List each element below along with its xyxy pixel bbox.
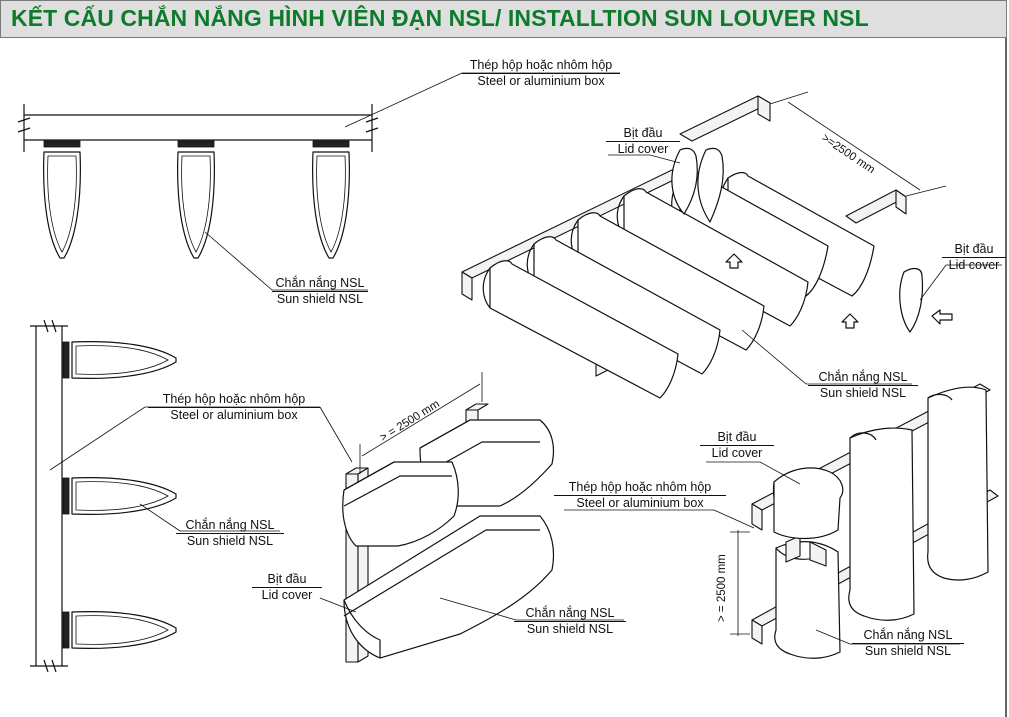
louver xyxy=(774,535,841,659)
shield-profile xyxy=(177,140,215,259)
label-vi: Chắn nắng NSL xyxy=(272,276,368,292)
louver xyxy=(343,515,555,659)
shield-profile xyxy=(312,140,350,259)
label-en: Lid cover xyxy=(711,446,763,460)
louver xyxy=(342,461,459,547)
louver xyxy=(482,260,679,399)
label-en: Sun shield NSL xyxy=(276,292,364,306)
label-lid-mid: Bịt đầu Lid cover xyxy=(252,572,322,603)
lid-cover xyxy=(671,147,698,215)
label-en: Steel or aluminium box xyxy=(576,496,704,510)
label-vi: Bịt đầu xyxy=(606,126,680,142)
isometric-pair xyxy=(319,372,624,663)
label-vi: Bịt đầu xyxy=(942,242,1006,258)
label-lid-iso-b: Bịt đầu Lid cover xyxy=(942,242,1006,273)
sheet-border xyxy=(1005,38,1007,717)
label-lid-iso-a: Bịt đầu Lid cover xyxy=(606,126,680,157)
label-shield-iso: Chắn nắng NSL Sun shield NSL xyxy=(808,370,918,401)
label-vi: Thép hộp hoặc nhôm hộp xyxy=(462,58,620,74)
label-en: Sun shield NSL xyxy=(526,622,614,636)
label-vi: Chắn nắng NSL xyxy=(808,370,918,386)
page-title: KẾT CẤU CHẮN NẮNG HÌNH VIÊN ĐẠN NSL/ INS… xyxy=(11,5,869,31)
lid-cover xyxy=(697,147,724,223)
label-box-left: Thép hộp hoặc nhôm hộp Steel or aluminiu… xyxy=(148,392,320,423)
label-shield-top: Chắn nắng NSL Sun shield NSL xyxy=(272,276,368,307)
label-en: Sun shield NSL xyxy=(819,386,907,400)
shield-profile xyxy=(62,341,177,379)
title-bar: KẾT CẤU CHẮN NẮNG HÌNH VIÊN ĐẠN NSL/ INS… xyxy=(0,0,1007,38)
isometric-vertical xyxy=(564,383,999,659)
label-shield-right: Chắn nắng NSL Sun shield NSL xyxy=(852,628,964,659)
dimension-iso-right: > = 2500 mm xyxy=(716,554,728,622)
label-vi: Chắn nắng NSL xyxy=(852,628,964,644)
label-shield-mid: Chắn nắng NSL Sun shield NSL xyxy=(514,606,626,637)
shield-profile xyxy=(62,611,177,649)
label-lid-right: Bịt đầu Lid cover xyxy=(700,430,774,461)
label-box-right: Thép hộp hoặc nhôm hộp Steel or aluminiu… xyxy=(554,480,726,511)
shield-profile xyxy=(43,140,81,259)
label-en: Sun shield NSL xyxy=(864,644,952,658)
label-en: Lid cover xyxy=(261,588,313,602)
label-vi: Thép hộp hoặc nhôm hộp xyxy=(554,480,726,496)
label-en: Lid cover xyxy=(617,142,669,156)
louver xyxy=(848,427,915,621)
label-vi: Bịt đầu xyxy=(700,430,774,446)
label-vi: Chắn nắng NSL xyxy=(176,518,284,534)
isometric-horizontal xyxy=(461,91,1002,399)
label-shield-left: Chắn nắng NSL Sun shield NSL xyxy=(176,518,284,549)
lid-cover xyxy=(899,267,924,333)
label-vi: Chắn nắng NSL xyxy=(514,606,626,622)
label-vi: Bịt đầu xyxy=(252,572,322,588)
louver xyxy=(772,467,844,540)
label-box-top: Thép hộp hoặc nhôm hộp Steel or aluminiu… xyxy=(462,58,620,89)
label-en: Steel or aluminium box xyxy=(170,408,298,422)
elevation-horizontal xyxy=(17,72,620,291)
label-en: Steel or aluminium box xyxy=(477,74,605,88)
label-en: Lid cover xyxy=(948,258,1000,272)
shield-profile xyxy=(62,477,177,515)
louver xyxy=(927,386,989,581)
elevation-vertical xyxy=(30,319,320,673)
label-vi: Thép hộp hoặc nhôm hộp xyxy=(148,392,320,408)
label-en: Sun shield NSL xyxy=(186,534,274,548)
